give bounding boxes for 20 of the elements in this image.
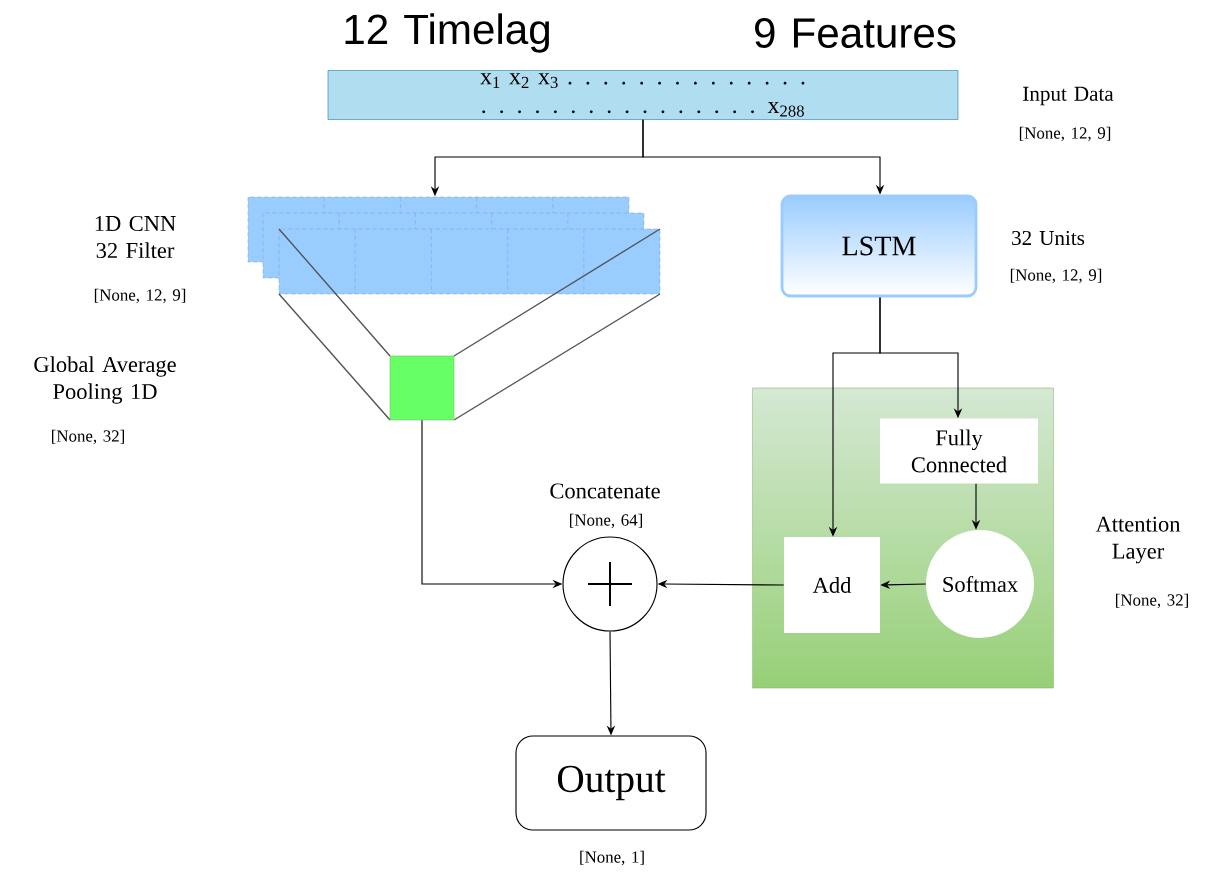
shape-label: [None, 12, 9] — [1019, 126, 1111, 142]
dimension-label: 9 Features — [755, 18, 956, 48]
output-box: Output — [515, 735, 707, 831]
shape-label: [None, 32] — [1116, 593, 1188, 609]
layer-label: Concatenate — [550, 483, 660, 499]
layer-box: Add — [784, 537, 880, 633]
lstm-box: LSTM — [780, 194, 978, 298]
layer-label: Input Data — [1023, 86, 1114, 106]
layer-label: 32 Units — [1012, 230, 1085, 246]
shape-label: [None, 32] — [52, 429, 124, 445]
layer-label: Global Average Pooling 1D — [34, 356, 176, 404]
layer-label: 1D CNN 32 Filter — [95, 215, 176, 259]
shape-label: [None, 1] — [580, 850, 644, 866]
layer-box: Fully Connected — [880, 418, 1038, 484]
shape-label: [None, 64] — [570, 513, 642, 529]
shape-label: [None, 12, 9] — [94, 288, 186, 304]
dimension-label: 12 Timelag — [345, 13, 549, 53]
shape-label: [None, 12, 9] — [1010, 268, 1102, 284]
layer-label: Attention Layer — [1095, 516, 1181, 564]
input-box: x$_{1}$ x$_{2}$ x$_{3}$ . . . . . . . . . . . . . . . . . . . . . . . . . . . . . . x$_{288}$ — [327, 70, 959, 120]
